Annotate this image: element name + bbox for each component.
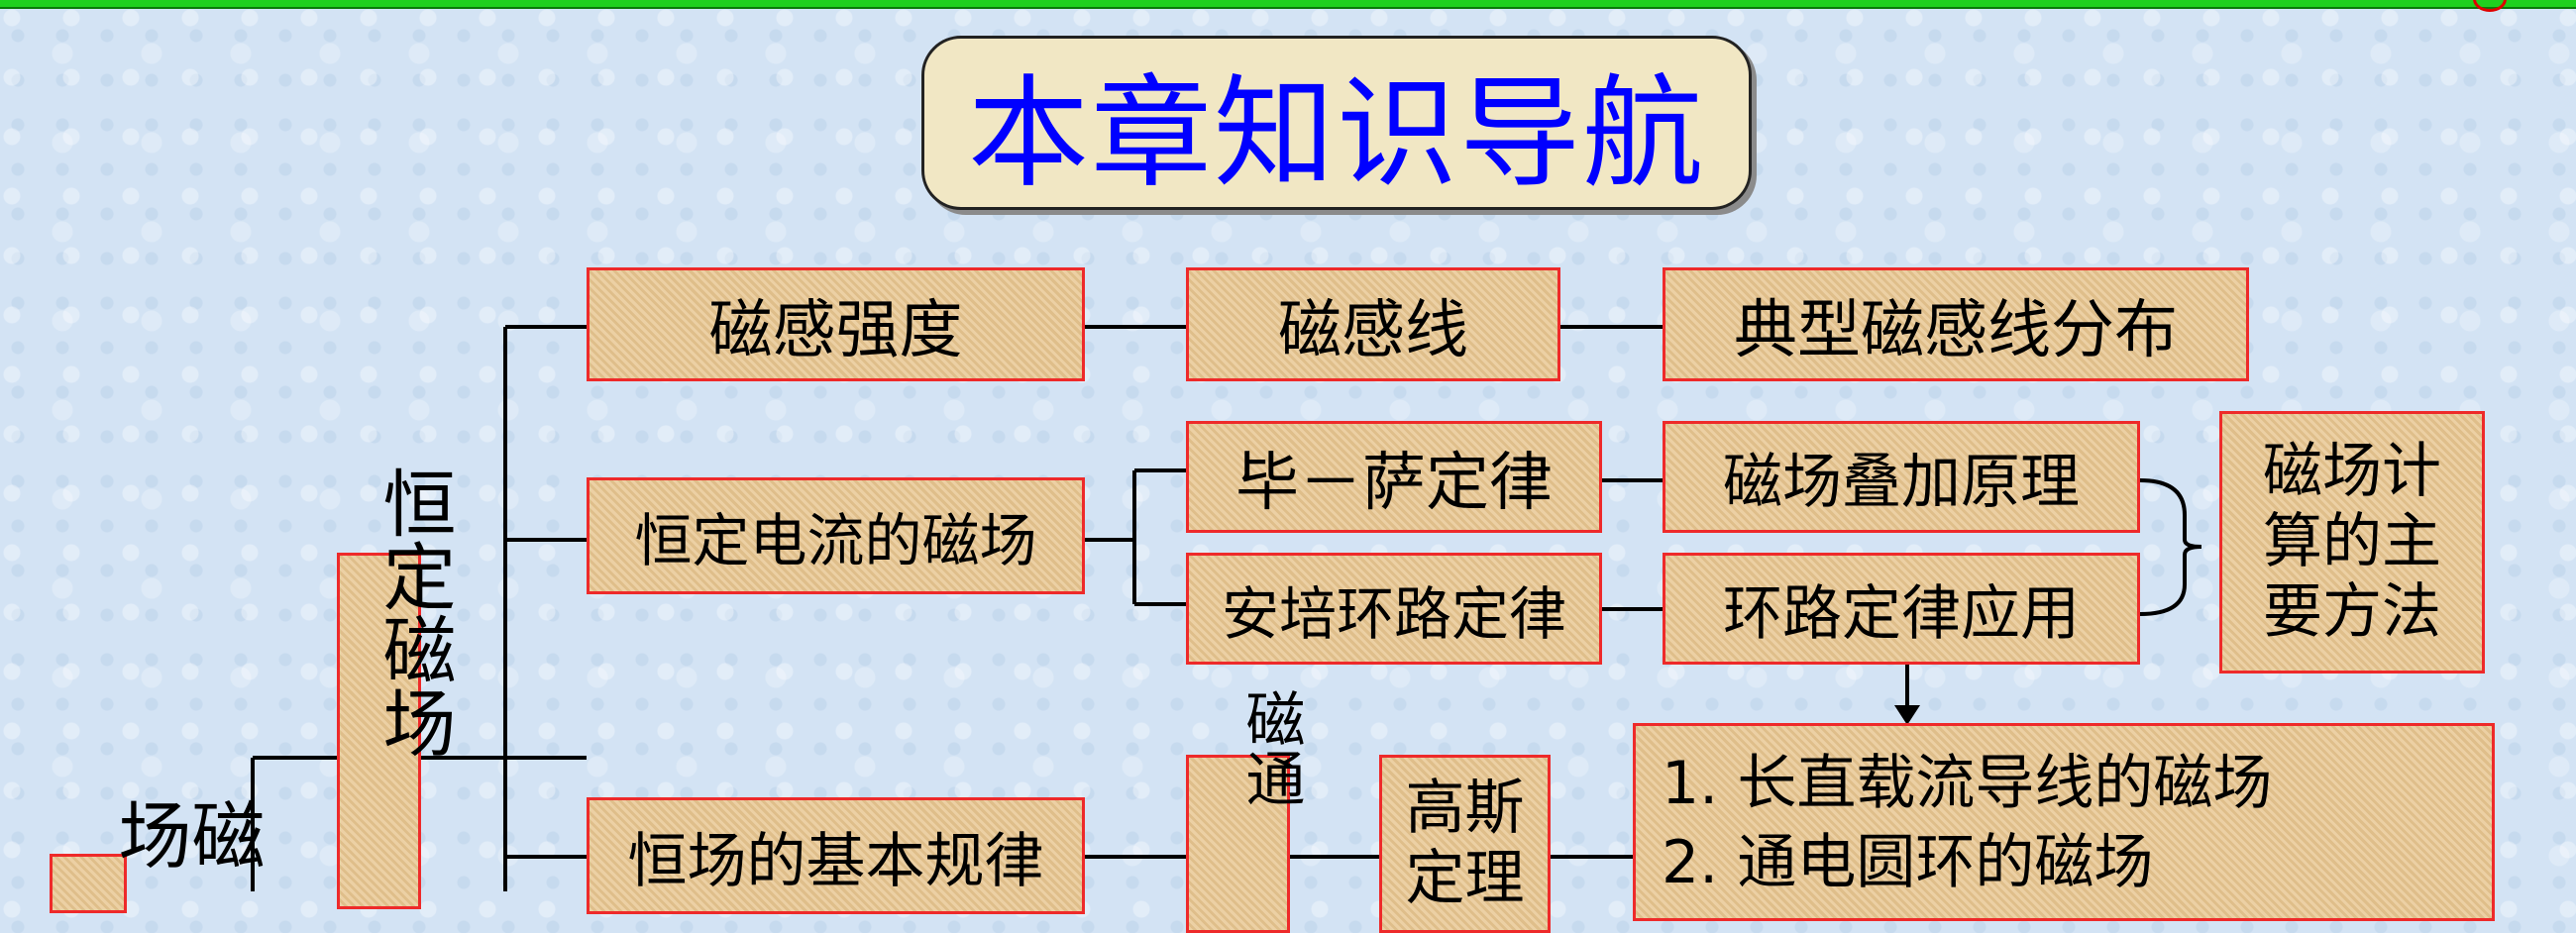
node-label: 典型磁感线分布 bbox=[1734, 293, 2178, 367]
title-banner: 本章知识导航 bbox=[921, 36, 1752, 210]
node-field-lines: 磁感线 bbox=[1186, 267, 1560, 381]
node-magnetic-induction-strength: 磁感强度 bbox=[587, 267, 1085, 381]
methods-brace bbox=[2139, 478, 2202, 616]
node-label: 磁感线 bbox=[1278, 293, 1468, 367]
node-calc-methods: 磁场计算的主要方法 bbox=[2219, 411, 2485, 674]
node-label: 磁场计算的主要方法 bbox=[2263, 437, 2441, 647]
node-label: 磁感强度 bbox=[708, 293, 963, 367]
left-vertical-label: 磁场 bbox=[106, 797, 265, 871]
node-label: 磁场叠加原理 bbox=[1723, 448, 2080, 517]
node-constant-field-column bbox=[337, 553, 421, 909]
applications-list: 1. 长直载流导线的磁场 2. 通电圆环的磁场 bbox=[1662, 744, 2272, 902]
constant-field-vertical-label: 恒定磁场 bbox=[371, 466, 456, 759]
node-biot-savart: 毕－萨定律 bbox=[1186, 421, 1602, 533]
flux-vertical-label: 磁通 bbox=[1235, 688, 1305, 807]
node-gauss-theorem: 高斯定理 bbox=[1379, 755, 1551, 933]
node-basic-laws: 恒场的基本规律 bbox=[587, 797, 1085, 914]
application-item: 2. 通电圆环的磁场 bbox=[1662, 828, 2154, 897]
node-label: 环路定律应用 bbox=[1723, 579, 2080, 649]
node-loop-law-application: 环路定律应用 bbox=[1663, 553, 2140, 665]
application-item: 1. 长直载流导线的磁场 bbox=[1662, 749, 2273, 818]
top-banner bbox=[0, 0, 2576, 9]
node-label: 毕－萨定律 bbox=[1235, 446, 1553, 520]
arrow-head bbox=[1894, 705, 1920, 725]
node-label: 高斯定理 bbox=[1405, 774, 1525, 913]
node-applications: 1. 长直载流导线的磁场 2. 通电圆环的磁场 bbox=[1633, 723, 2495, 921]
node-typical-field-lines: 典型磁感线分布 bbox=[1663, 267, 2249, 381]
node-steady-current-field: 恒定电流的磁场 bbox=[587, 477, 1085, 594]
node-label: 安培环路定律 bbox=[1221, 579, 1566, 648]
node-ampere-loop-law: 安培环路定律 bbox=[1186, 553, 1602, 665]
node-label: 恒场的基本规律 bbox=[627, 826, 1044, 896]
connector-lines bbox=[251, 325, 2202, 891]
node-superposition: 磁场叠加原理 bbox=[1663, 421, 2140, 533]
page-title: 本章知识导航 bbox=[968, 62, 1705, 204]
node-label: 恒定电流的磁场 bbox=[634, 507, 1037, 574]
